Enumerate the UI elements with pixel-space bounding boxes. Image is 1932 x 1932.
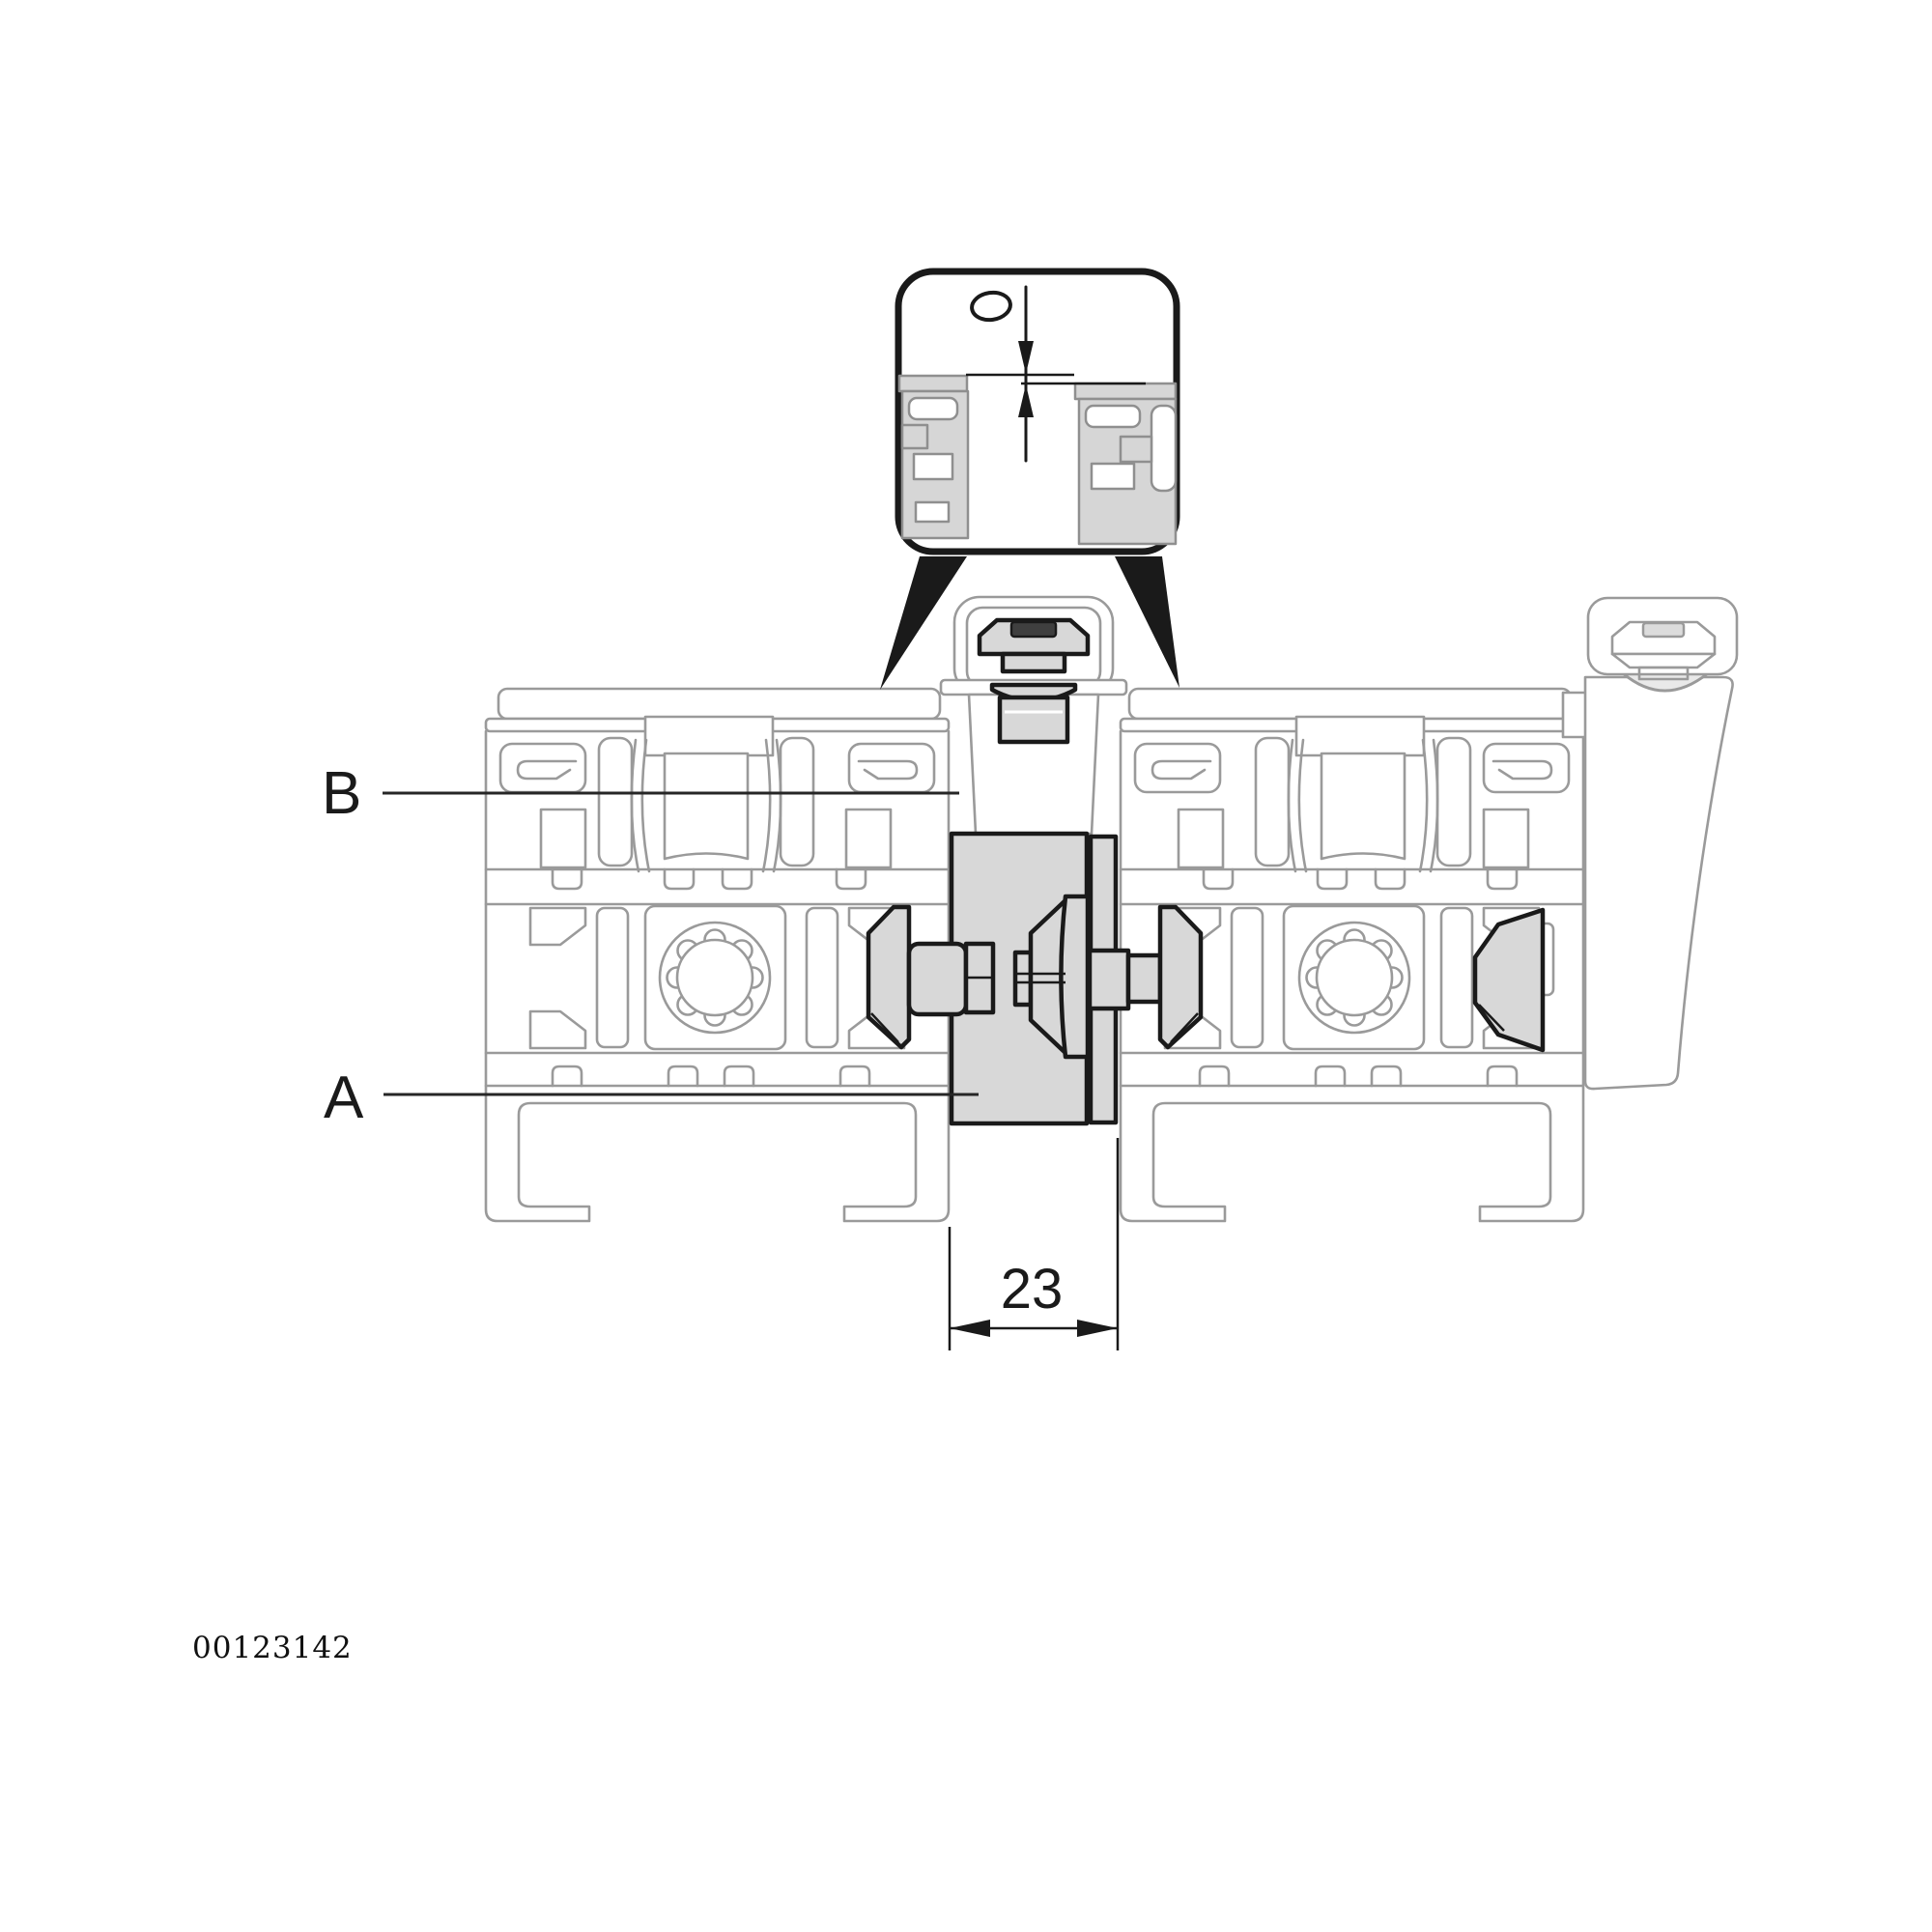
bolt-assembly [866,894,1204,1060]
roller-band [539,736,893,873]
hammer-nut-left [866,904,912,1050]
hammer-nut-right [1157,904,1204,1050]
bolt-shank-left [906,941,969,1017]
annotations: B A 23 00123142 [192,760,1120,1665]
rail-screw-cap [1641,621,1686,639]
inset-left-profile-corner [897,374,970,540]
connector-bracket [939,595,1128,836]
screw-shank [997,695,1070,745]
rail-body [1583,675,1734,1091]
dimension-value: 23 [1001,1258,1064,1321]
left-profile-cross-section [484,687,951,1223]
label-b: B [322,760,361,827]
dim-arrow-left [950,1320,990,1337]
core-pocket [643,904,787,1051]
core-bore-ring [658,921,772,1035]
lid-clip-hook-left [498,742,587,794]
cone-flange [1059,894,1091,1060]
gear-bore [666,928,764,1027]
bolt-shank-right [1125,952,1163,1005]
right-profile-wall-step [1561,691,1590,739]
magnifier-wedge-left [880,556,967,690]
hex-nut [1087,948,1131,1011]
label-a: A [324,1065,364,1131]
inset-offset-dimension [966,285,1146,463]
profile-top-cap [497,687,942,721]
roller-belt-block [643,715,775,757]
profile-side-walls [484,729,951,1088]
width-dimension: 23 [948,1138,1120,1350]
guide-rail-profile [1583,596,1739,1091]
cone-washer [1012,894,1091,1060]
inset-arrow-up [1018,384,1034,417]
part-number: 00123142 [192,1631,353,1665]
rail-screw-head [1610,620,1717,681]
magnifier-wedge-right [1115,556,1179,688]
hammer-screw [977,617,1091,745]
inset-hole-oval [970,290,1012,323]
dim-arrow-right [1077,1320,1118,1337]
screw-cap [1009,620,1058,639]
notch-strip-lower [484,1051,951,1088]
slot-clip-wedge [1472,907,1546,1053]
detail-inset [880,268,1180,690]
bottom-channel [484,1084,951,1223]
inset-arrow-down [1018,341,1034,374]
lid-clip-hook-right [847,742,936,794]
notch-strip-upper [484,867,951,906]
screw-neck [1000,651,1067,674]
pocket-band [528,904,906,1051]
inset-right-profile-corner [1073,382,1178,546]
cone-tip [1012,950,1034,1008]
